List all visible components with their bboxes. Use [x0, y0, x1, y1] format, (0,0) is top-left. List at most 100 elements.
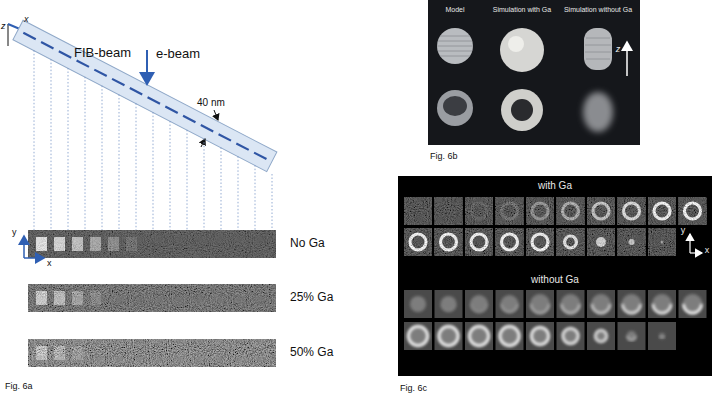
- projection-line: [102, 86, 103, 230]
- image-noise: [618, 197, 646, 225]
- axis-line: [626, 42, 628, 76]
- slice-image: [465, 228, 493, 256]
- image-noise: [435, 228, 463, 256]
- slice-image: [618, 228, 646, 256]
- axis-label: x: [24, 15, 29, 25]
- axis-label: x: [47, 259, 52, 269]
- projection-line: [238, 156, 239, 230]
- projection-line: [119, 94, 120, 230]
- slice-image: [648, 322, 676, 350]
- slice-image: [679, 290, 707, 318]
- slice-disk: [438, 325, 460, 347]
- simulated-shape: [583, 28, 613, 132]
- projection-line: [272, 174, 273, 230]
- slice-image: [526, 197, 554, 225]
- slice-image: [648, 228, 676, 256]
- slice-ring: [596, 331, 607, 342]
- condition-label: 50% Ga: [290, 346, 333, 359]
- slice-ring: [470, 327, 489, 346]
- slice-crescent: [628, 336, 636, 340]
- slice-disk: [530, 294, 550, 314]
- slice-images: [404, 197, 707, 350]
- slice-image: [465, 197, 493, 225]
- simulated-shape: [500, 28, 544, 131]
- slice-image: [465, 290, 493, 318]
- slice-disk: [468, 325, 490, 347]
- slice-crescent: [502, 304, 518, 312]
- slice-image: [496, 228, 524, 256]
- slice-disk: [407, 325, 429, 347]
- axis-line: [24, 257, 44, 259]
- image-noise: [28, 230, 276, 258]
- condition-label: No Ga: [290, 237, 325, 250]
- image-noise: [587, 228, 615, 256]
- axis-line: [8, 24, 9, 46]
- image-noise: [618, 228, 646, 256]
- slice-disk: [659, 333, 665, 339]
- slice-disk: [441, 296, 457, 312]
- panel-heading: with Ga: [538, 180, 572, 191]
- slice-disk: [591, 294, 611, 314]
- projection-line: [187, 130, 188, 230]
- slice-disk: [530, 326, 550, 346]
- projection-line: [68, 68, 69, 230]
- slice-disk: [410, 296, 426, 312]
- image-noise: [526, 197, 554, 225]
- dimension-label: 40 nm: [197, 97, 225, 108]
- slice-disk: [561, 294, 581, 314]
- slice-image: [557, 228, 585, 256]
- panel-heading: Simulation with Ga: [493, 6, 551, 14]
- axis-line: [23, 236, 25, 258]
- slice-image: [496, 290, 524, 318]
- slice-disk: [652, 294, 672, 314]
- slice-image: [435, 322, 463, 350]
- slice-image: [557, 322, 585, 350]
- slice-image: [587, 322, 615, 350]
- beam-bar: [13, 20, 277, 171]
- slice-image: [404, 197, 432, 225]
- slice-ring: [409, 327, 428, 346]
- slice-crescent: [471, 304, 487, 312]
- slice-crescent: [660, 336, 664, 338]
- slice-crescent: [684, 304, 702, 313]
- slice-image: [648, 290, 676, 318]
- slice-ring: [532, 328, 549, 345]
- slice-ring: [439, 327, 458, 346]
- image-noise: [435, 197, 463, 225]
- projection-line: [51, 59, 52, 230]
- image-noise: [679, 197, 707, 225]
- slice-image: [618, 290, 646, 318]
- projection-lines: [34, 50, 272, 230]
- slice-image: [557, 197, 585, 225]
- image-noise: [28, 284, 276, 312]
- image-noise: [648, 228, 676, 256]
- projection-line: [221, 147, 222, 230]
- slice-image: [557, 290, 585, 318]
- slice-image: [404, 290, 432, 318]
- panel-heading: y: [681, 226, 686, 236]
- slice-image: [435, 290, 463, 318]
- image-noise: [557, 228, 585, 256]
- axis-label: z: [1, 22, 6, 32]
- slice-image: [404, 228, 432, 256]
- slice-disk: [501, 295, 519, 313]
- axis-line: [690, 252, 702, 253]
- projection-line: [170, 121, 171, 230]
- slice-crescent: [442, 304, 456, 311]
- image-noise: [496, 197, 524, 225]
- slice-panel: with Gawithout Gayx: [398, 176, 712, 376]
- slice-disk: [499, 325, 521, 347]
- projection-line: [136, 103, 137, 230]
- image-noise: [557, 197, 585, 225]
- slice-crescent: [562, 304, 580, 313]
- ebeam-arrow: [146, 50, 148, 84]
- projection-line: [204, 139, 205, 230]
- slice-image: [465, 322, 493, 350]
- slice-disk: [683, 294, 703, 314]
- panel-heading: without Ga: [531, 274, 579, 285]
- slice-image: [496, 322, 524, 350]
- render-panel: ModelSimulation with GaSimulation withou…: [428, 0, 640, 145]
- image-noise: [28, 339, 276, 367]
- panel-heading: Model: [445, 6, 464, 14]
- slice-disk: [562, 327, 580, 345]
